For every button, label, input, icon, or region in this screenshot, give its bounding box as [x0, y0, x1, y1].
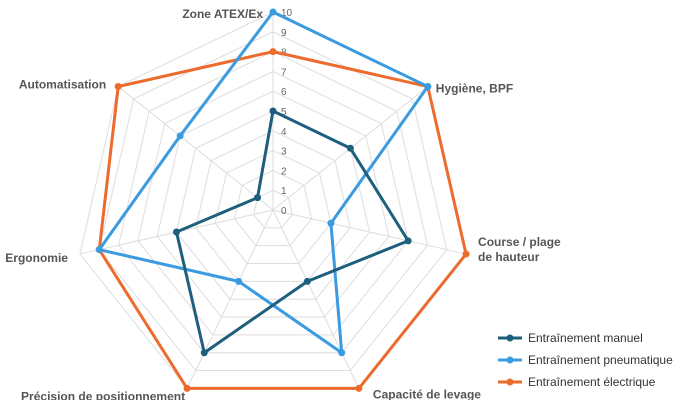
tick-label: 2 — [281, 166, 287, 177]
tick-label: 9 — [281, 28, 287, 39]
grid-ring — [156, 90, 390, 318]
grid-spoke — [272, 209, 467, 255]
data-point — [235, 277, 243, 285]
data-point — [254, 194, 262, 202]
data-point — [176, 132, 184, 140]
data-point — [269, 8, 277, 16]
grid-ring — [137, 70, 409, 336]
series-line — [97, 50, 468, 390]
tick-label: 7 — [281, 67, 287, 78]
legend-label: Entraînement manuel — [528, 331, 643, 345]
legend-label: Entraînement pneumatique — [528, 353, 673, 367]
data-point — [200, 349, 208, 357]
grid-ring — [214, 150, 332, 265]
axis-label: Précision de positionnement — [21, 389, 185, 400]
axis-label: Zone ATEX/Ex — [182, 7, 263, 21]
data-point — [303, 277, 311, 285]
tick-label: 5 — [281, 107, 287, 118]
data-point — [269, 107, 277, 115]
axis-label: Hygiène, BPF — [436, 82, 513, 96]
data-point — [183, 384, 191, 392]
grid-ring — [118, 51, 428, 354]
axis-label: Capacité de levage — [373, 387, 481, 400]
legend-marker — [506, 378, 514, 386]
tick-label: 1 — [281, 186, 287, 197]
data-point — [462, 250, 470, 258]
tick-label: 4 — [281, 127, 287, 138]
grid-ring — [195, 130, 351, 282]
data-point — [346, 144, 354, 152]
grid-spoke — [117, 86, 274, 211]
data-point — [327, 219, 335, 227]
data-point — [114, 83, 122, 91]
grid-spoke — [272, 209, 360, 389]
grid-ring — [233, 169, 313, 247]
series-line — [97, 10, 430, 355]
data-point — [404, 237, 412, 245]
axis-label: Ergonomie — [5, 251, 68, 265]
grid-spoke — [186, 209, 274, 389]
tick-label: 3 — [281, 147, 287, 158]
data-point — [338, 349, 346, 357]
data-point — [172, 228, 180, 236]
data-point — [95, 246, 103, 254]
tick-label: 10 — [281, 8, 293, 19]
tick-label: 6 — [281, 87, 287, 98]
data-point — [355, 384, 363, 392]
data-point — [424, 83, 432, 91]
legend-label: Entraînement électrique — [528, 375, 656, 389]
grid-ring — [175, 110, 371, 300]
tick-label: 0 — [281, 206, 287, 217]
legend-marker — [506, 334, 514, 342]
data-point — [269, 48, 277, 56]
legend-marker — [506, 356, 514, 364]
grid-ring — [98, 31, 448, 372]
axis-label: Automatisation — [19, 78, 106, 92]
series-line — [174, 109, 410, 355]
